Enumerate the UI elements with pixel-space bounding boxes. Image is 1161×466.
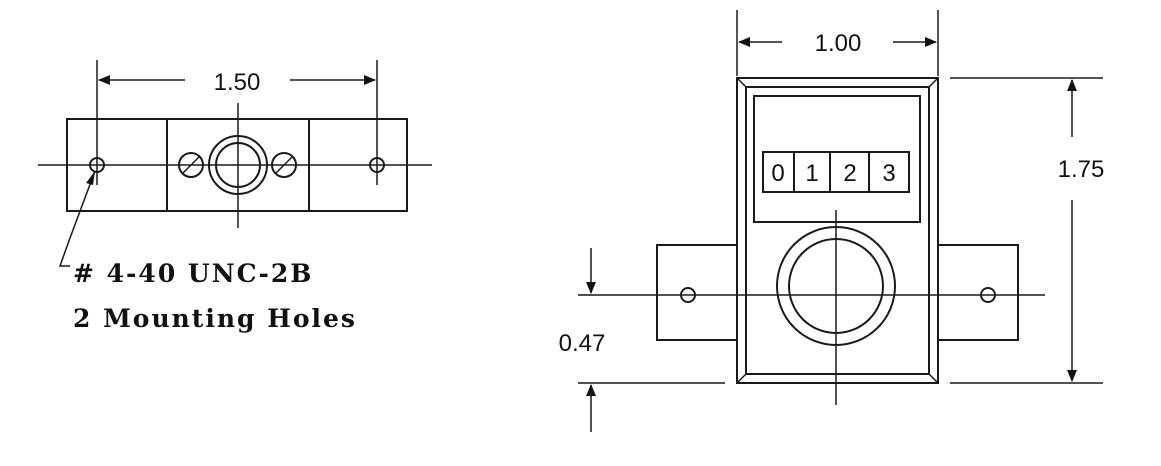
offset-dimension-label: 0.47: [559, 330, 606, 357]
front-view: 1.00 0 1 2 3: [559, 10, 1105, 432]
height-dimension-label: 1.75: [1058, 156, 1105, 183]
top-view: 1.50 # 4-40 UNC-2B 2 Mounting Holes: [38, 60, 432, 333]
reset-knob-outer: [208, 135, 268, 195]
digit-wheel: 3: [882, 160, 895, 187]
mounting-hole-right: [980, 287, 996, 303]
digit-wheel: 2: [843, 160, 856, 187]
width-dimension-label: 1.50: [214, 69, 261, 96]
mounting-tab-right: [937, 244, 1019, 341]
housing-bezel: [745, 86, 930, 375]
mounting-holes-note: 2 Mounting Holes: [73, 304, 357, 333]
digit-wheel: 1: [805, 160, 818, 187]
digit-wheel: 0: [771, 160, 784, 187]
counter-display: 0 1 2 3: [762, 151, 910, 193]
display-window: [753, 95, 921, 223]
mounting-hole-left: [680, 287, 696, 303]
bevel-corner: [736, 373, 747, 384]
leader-arrowhead: [86, 171, 95, 185]
counter-housing: [736, 77, 939, 384]
mounting-hole-left: [89, 157, 105, 173]
mounting-tab-left: [656, 244, 738, 341]
screw-icon: [178, 152, 204, 178]
screw-icon: [271, 152, 297, 178]
width-dimension-label: 1.00: [815, 30, 862, 57]
bevel-corner: [928, 373, 939, 384]
bevel-corner: [736, 77, 747, 88]
mounting-hole-right: [369, 157, 385, 173]
hole-spec-note: # 4-40 UNC-2B: [73, 259, 313, 288]
leader-line: [58, 170, 96, 267]
digit-frame: [762, 151, 910, 193]
reset-knob-inner: [215, 142, 261, 188]
bevel-corner: [928, 77, 939, 88]
